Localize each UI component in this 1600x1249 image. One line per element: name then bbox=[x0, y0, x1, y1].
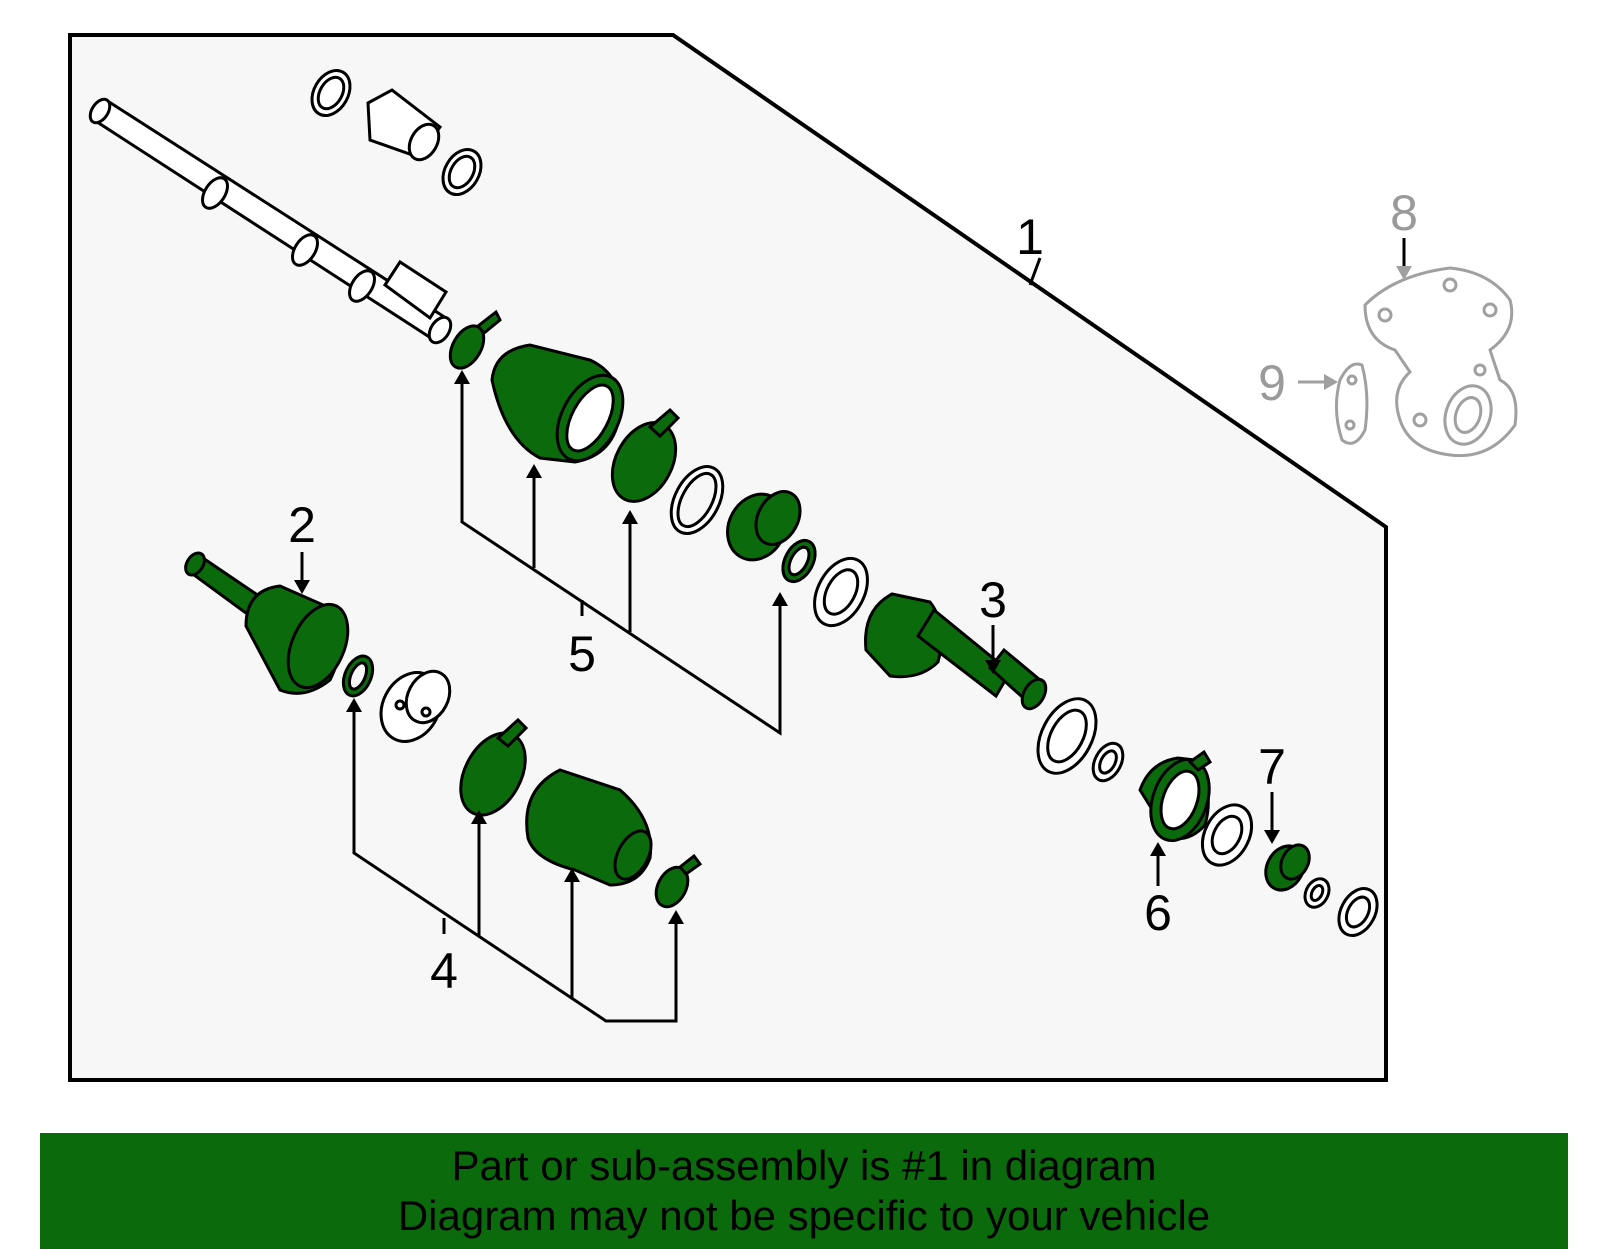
callout-4: 4 bbox=[430, 943, 458, 999]
callout-3: 3 bbox=[979, 572, 1007, 628]
hub-parts bbox=[1036, 697, 1379, 937]
assembly-panel bbox=[68, 33, 1388, 1082]
outer-joint bbox=[864, 592, 1048, 711]
splash-shield bbox=[1335, 362, 1369, 445]
diagram-notice-banner: Part or sub-assembly is #1 in diagram Di… bbox=[40, 1133, 1568, 1249]
dust-seal bbox=[813, 556, 869, 628]
notice-line-1: Part or sub-assembly is #1 in diagram bbox=[451, 1142, 1157, 1189]
callout-2: 2 bbox=[288, 497, 316, 553]
inner-boot-kit bbox=[459, 717, 703, 909]
callout-7: 7 bbox=[1258, 739, 1286, 795]
leader-lines bbox=[294, 238, 1412, 1023]
notice-line-2: Diagram may not be specific to your vehi… bbox=[397, 1192, 1211, 1239]
callout-8: 8 bbox=[1390, 185, 1418, 241]
axle-shaft bbox=[88, 97, 453, 345]
callout-1: 1 bbox=[1016, 209, 1044, 265]
damper-set bbox=[310, 69, 483, 196]
callout-9: 9 bbox=[1258, 355, 1286, 411]
steering-knuckle bbox=[1363, 266, 1518, 458]
outer-boot-kit bbox=[448, 309, 817, 584]
tripod-joint bbox=[379, 669, 452, 743]
callout-6: 6 bbox=[1144, 885, 1172, 941]
callout-5: 5 bbox=[568, 626, 596, 682]
callout-labels: 1 2 3 4 5 6 7 8 9 bbox=[288, 185, 1418, 999]
inner-joint bbox=[184, 551, 375, 698]
